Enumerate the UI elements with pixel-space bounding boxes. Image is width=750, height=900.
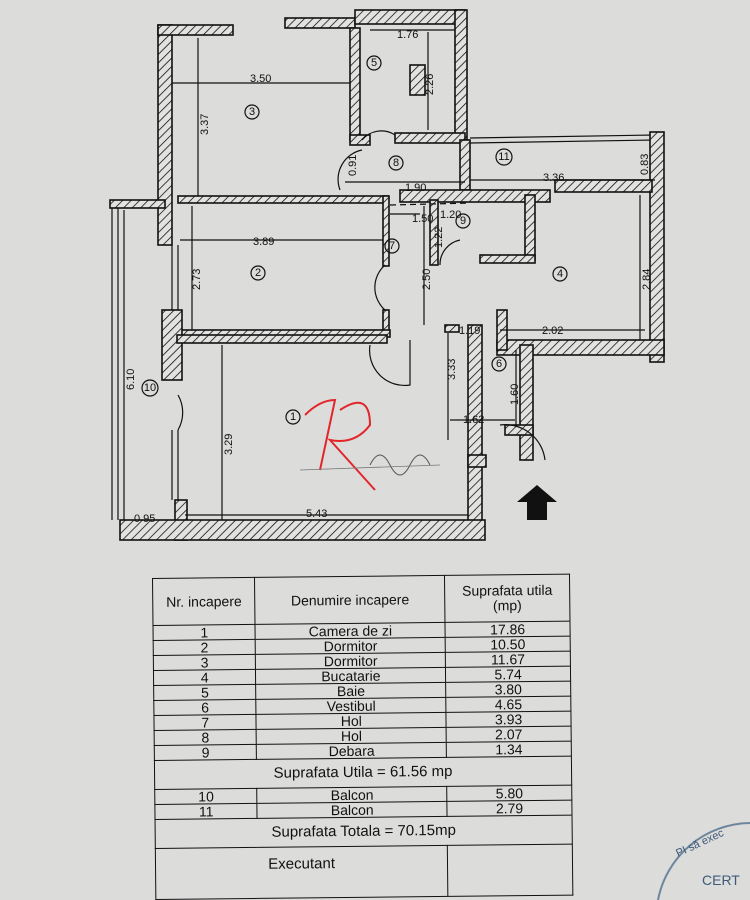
floor-plan: 3 5 8 11 9 7 2 4 6 10 1 1.76 2.26 3.50 3… [109,9,665,541]
svg-text:11: 11 [498,151,509,163]
room-2-label: 2 [250,265,266,281]
svg-text:3.33: 3.33 [446,359,458,380]
room-4-label: 4 [552,266,568,282]
svg-text:2.73: 2.73 [191,269,203,290]
svg-text:0.91: 0.91 [347,155,359,176]
room-area: 3.80 [445,681,571,698]
svg-text:1.76: 1.76 [397,29,418,41]
svg-text:2.84: 2.84 [641,269,653,290]
room-number: 3 [153,654,256,670]
svg-text:2.26: 2.26 [424,74,436,95]
total-row: Suprafata Totala = 70.15mp [155,815,573,849]
room-1-label: 1 [285,409,301,425]
svg-text:1.20: 1.20 [440,209,461,221]
room-area: 2.07 [446,726,572,743]
svg-text:1.90: 1.90 [405,182,426,194]
room-area: 1.34 [446,741,572,758]
header-room-number: Nr. incapere [152,577,256,626]
executant-signature-cell [447,844,573,897]
room-area: 5.74 [445,666,571,683]
kr-studio-watermark [299,398,441,491]
svg-text:5: 5 [371,57,377,69]
room-number: 8 [154,729,257,745]
svg-text:2.50: 2.50 [421,269,433,290]
header-area: Suprafata utila (mp) [444,574,570,623]
svg-text:3.89: 3.89 [253,236,274,248]
svg-text:3: 3 [249,106,255,118]
svg-text:2: 2 [255,267,261,279]
room-11-label: 11 [495,148,513,166]
room-number: 10 [154,788,258,805]
svg-text:1.22: 1.22 [433,227,445,248]
svg-text:3.36: 3.36 [543,172,564,184]
svg-text:6: 6 [496,358,502,370]
svg-text:3.37: 3.37 [199,114,211,135]
certification-stamp: PI să exec CERT [657,822,750,900]
svg-text:0 95: 0 95 [134,513,155,525]
room-number: 11 [154,803,258,820]
room-5-label: 5 [366,55,382,71]
room-number: 6 [153,699,257,715]
svg-text:7: 7 [389,240,395,252]
room-7-label: 7 [384,238,400,254]
room-numbers: 3 5 8 11 9 7 2 4 6 10 1 [141,55,568,425]
room-number: 4 [153,669,257,685]
total-text: Suprafata Totala = 70.15mp [155,815,573,849]
north-arrow-icon [517,485,557,520]
room-10-label: 10 [141,379,159,397]
stamp-text-cert: CERT [702,872,740,888]
walls [109,9,665,541]
svg-text:3.29: 3.29 [223,434,235,455]
room-9-label: 9 [455,213,471,229]
room-area: 11.67 [445,651,571,667]
room-area: 17.86 [445,621,571,637]
svg-text:1.62: 1.62 [463,414,484,426]
dimension-lines: 1.76 2.26 3.50 3.37 1.90 0.91 3.36 0.83 … [123,29,655,525]
room-number: 2 [153,639,256,655]
header-room-name: Denumire incapere [254,575,446,625]
table-header-row: Nr. incapere Denumire incapere Suprafata… [152,574,570,626]
svg-text:9: 9 [460,215,466,227]
executant-row: Executant [155,844,573,900]
svg-text:1.60: 1.60 [509,384,521,405]
room-number: 5 [153,684,257,700]
room-number: 7 [153,714,257,730]
room-area: 2.79 [447,800,573,817]
room-area: 4.65 [445,696,571,713]
executant-label: Executant [155,845,449,900]
svg-text:8: 8 [393,157,399,169]
room-area: 10.50 [445,636,571,652]
room-area-table: Nr. incapere Denumire incapere Suprafata… [152,574,573,900]
room-number: 1 [152,624,256,640]
room-area: 3.93 [446,711,572,728]
svg-text:10: 10 [144,382,156,394]
svg-text:0.83: 0.83 [639,154,651,175]
room-6-label: 6 [491,356,507,372]
svg-text:5.43: 5.43 [306,508,327,520]
svg-text:1: 1 [290,411,296,423]
svg-text:3.50: 3.50 [250,73,271,85]
svg-text:1.19: 1.19 [459,325,480,337]
room-number: 9 [154,744,257,760]
svg-text:4: 4 [557,268,563,280]
svg-text:2.02: 2.02 [542,325,563,337]
room-area: 5.80 [446,785,572,802]
room-3-label: 3 [244,104,260,120]
room-8-label: 8 [388,155,404,171]
svg-text:1.50: 1.50 [412,213,433,225]
svg-text:6.10: 6.10 [125,369,137,390]
stamp-text-top: PI să exec [674,827,726,860]
